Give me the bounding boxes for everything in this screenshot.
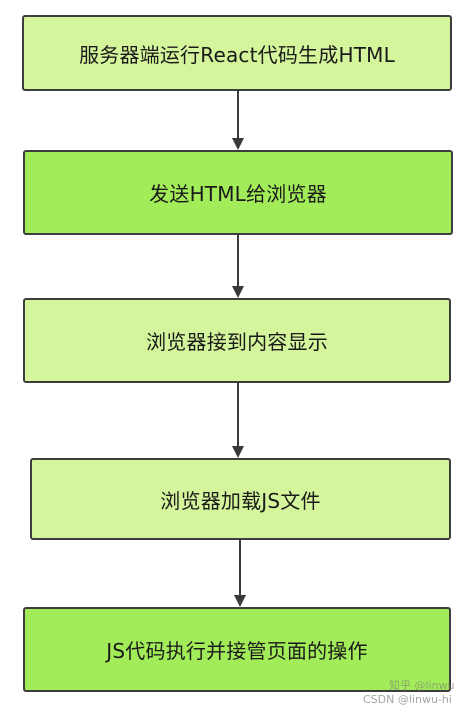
arrow-3-to-4 [232, 383, 244, 458]
step-label: 发送HTML给浏览器 [149, 182, 327, 206]
watermark-csdn: CSDN @linwu-hi [363, 693, 452, 706]
arrow-4-to-5 [234, 540, 246, 607]
step-box-load-js: 浏览器加载JS文件 [30, 458, 451, 540]
step-box-send-html: 发送HTML给浏览器 [23, 150, 453, 235]
watermark-zhihu: 知乎 @linwu [389, 679, 455, 692]
step-label: 浏览器接到内容显示 [146, 330, 328, 354]
step-box-js-takeover: JS代码执行并接管页面的操作 [23, 607, 451, 692]
arrow-1-to-2 [232, 91, 244, 150]
step-label: 浏览器加载JS文件 [160, 488, 321, 513]
arrow-2-to-3 [232, 235, 244, 298]
step-box-render-react: 服务器端运行React代码生成HTML [22, 15, 452, 91]
step-label: 服务器端运行React代码生成HTML [79, 42, 395, 67]
step-box-browser-display: 浏览器接到内容显示 [23, 298, 451, 383]
step-label: JS代码执行并接管页面的操作 [106, 639, 368, 663]
